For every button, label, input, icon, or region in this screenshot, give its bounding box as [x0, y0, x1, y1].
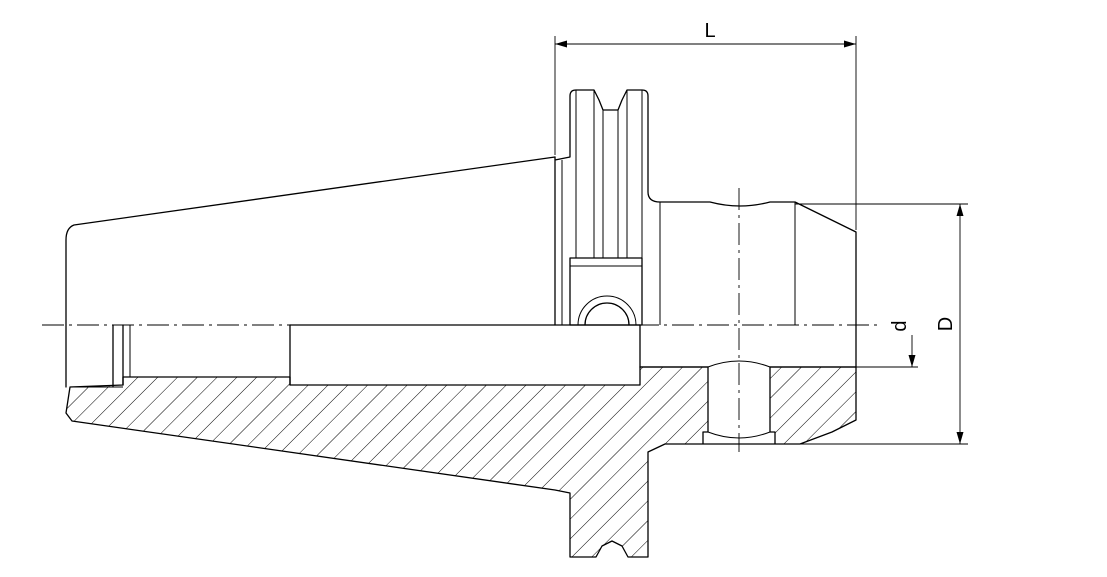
center-lines [42, 188, 880, 452]
key-slot-arc [584, 302, 630, 326]
dimension-bore: d [856, 320, 918, 368]
drive-key-slot [569, 257, 643, 326]
taper-shank [65, 156, 556, 388]
dimension-outer: D [795, 203, 968, 445]
section-half [65, 366, 857, 558]
length-label: L [704, 20, 715, 42]
flange [554, 89, 857, 368]
bore-label: d [889, 320, 911, 331]
outer-label: D [935, 317, 957, 331]
dimension-length: L [554, 20, 857, 230]
section-hatched-area [65, 366, 857, 558]
